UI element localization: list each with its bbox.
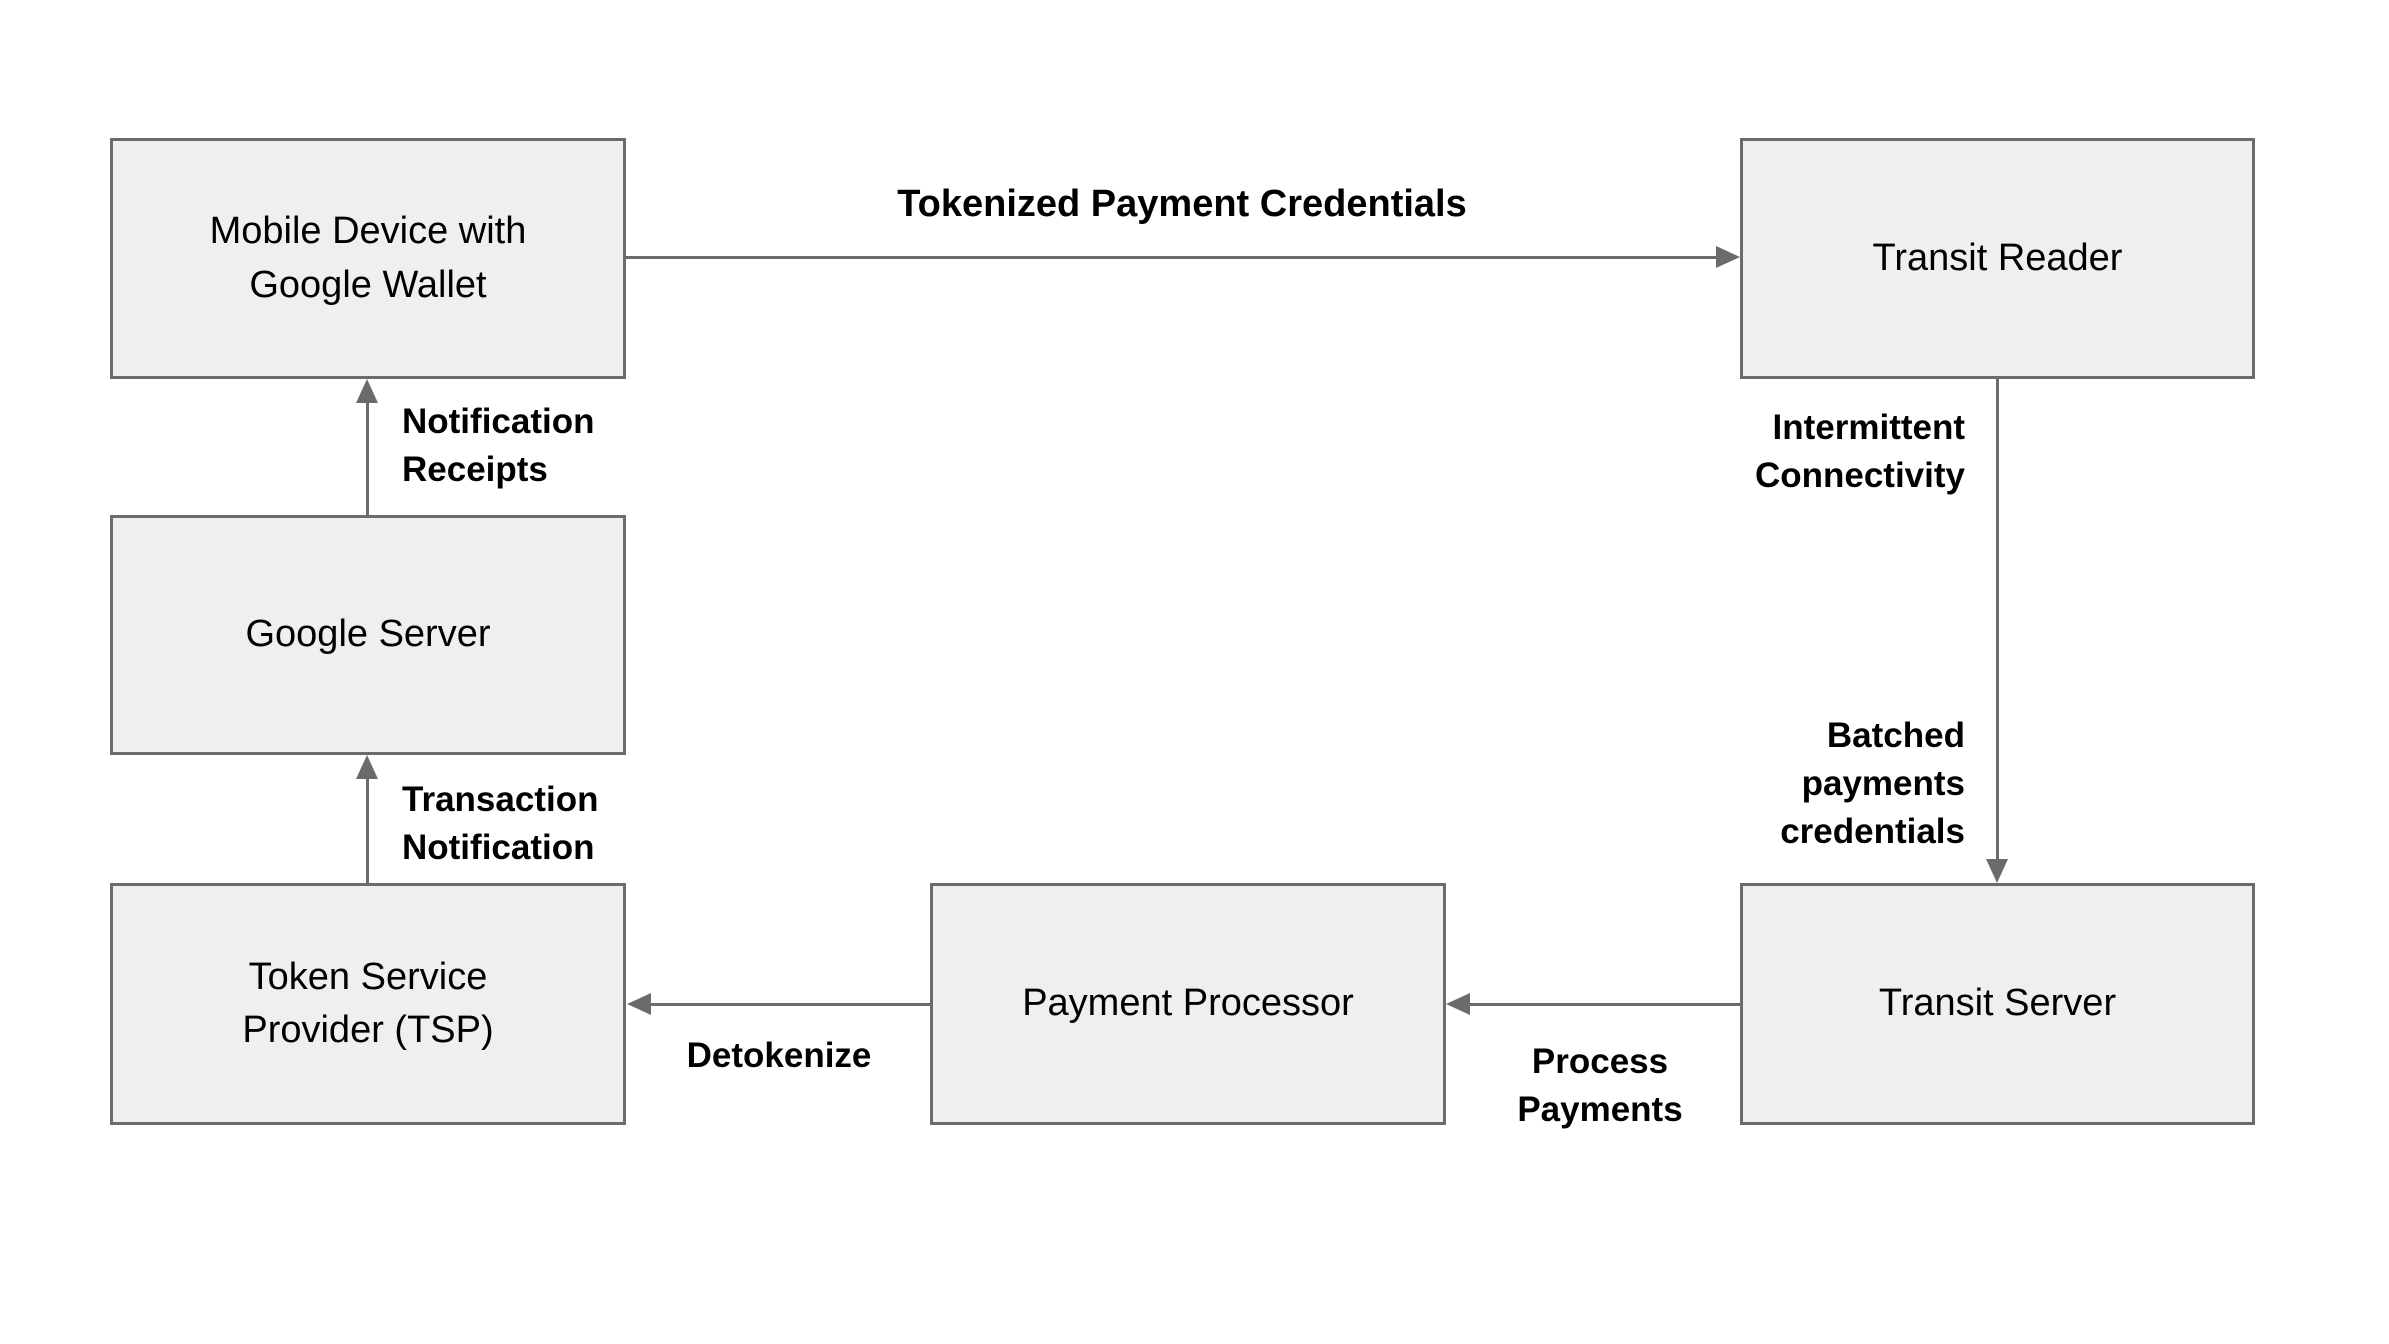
node-label: Mobile Device with — [209, 210, 527, 253]
edge-label-process-payments: Process Payments — [1517, 1042, 1683, 1129]
node-label: Transit Reader — [1872, 236, 2123, 279]
edge-label-batched-payments-credentials: Batched payments credentials — [1780, 716, 1965, 851]
arrowhead-left-icon — [1446, 993, 1470, 1015]
node-label: Google Server — [245, 613, 491, 656]
arrowhead-up-icon — [356, 379, 378, 403]
arrowhead-right-icon — [1716, 246, 1740, 268]
arrow-google-server-to-mobile — [366, 401, 369, 515]
node-mobile-device-with-google-wallet: Mobile Device with Google Wallet — [110, 138, 626, 379]
node-token-service-provider: Token Service Provider (TSP) — [110, 883, 626, 1125]
arrow-reader-to-transit-server — [1996, 379, 1999, 861]
node-label: Token Service — [248, 955, 488, 998]
edge-label-notification-receipts: Notification Receipts — [402, 402, 595, 489]
arrowhead-down-icon — [1986, 859, 2008, 883]
node-label: Google Wallet — [249, 263, 487, 306]
edge-label-tokenized-payment-credentials: Tokenized Payment Credentials — [897, 183, 1467, 225]
arrow-mobile-to-reader — [625, 256, 1718, 259]
arrow-tsp-to-google-server — [366, 777, 369, 883]
arrowhead-left-icon — [627, 993, 651, 1015]
node-payment-processor: Payment Processor — [930, 883, 1446, 1125]
arrow-transit-server-to-processor — [1468, 1003, 1740, 1006]
node-label: Payment Processor — [1022, 982, 1354, 1025]
node-label: Provider (TSP) — [242, 1009, 494, 1051]
node-label: Transit Server — [1878, 982, 2117, 1025]
arrow-processor-to-tsp — [649, 1003, 930, 1006]
edge-label-detokenize: Detokenize — [686, 1036, 872, 1075]
edge-label-intermittent-connectivity: Intermittent Connectivity — [1754, 408, 1965, 495]
node-transit-server: Transit Server — [1740, 883, 2255, 1125]
node-google-server: Google Server — [110, 515, 626, 755]
node-transit-reader: Transit Reader — [1740, 138, 2255, 379]
edge-label-transaction-notification: Transaction Notification — [402, 780, 599, 867]
arrowhead-up-icon — [356, 755, 378, 779]
